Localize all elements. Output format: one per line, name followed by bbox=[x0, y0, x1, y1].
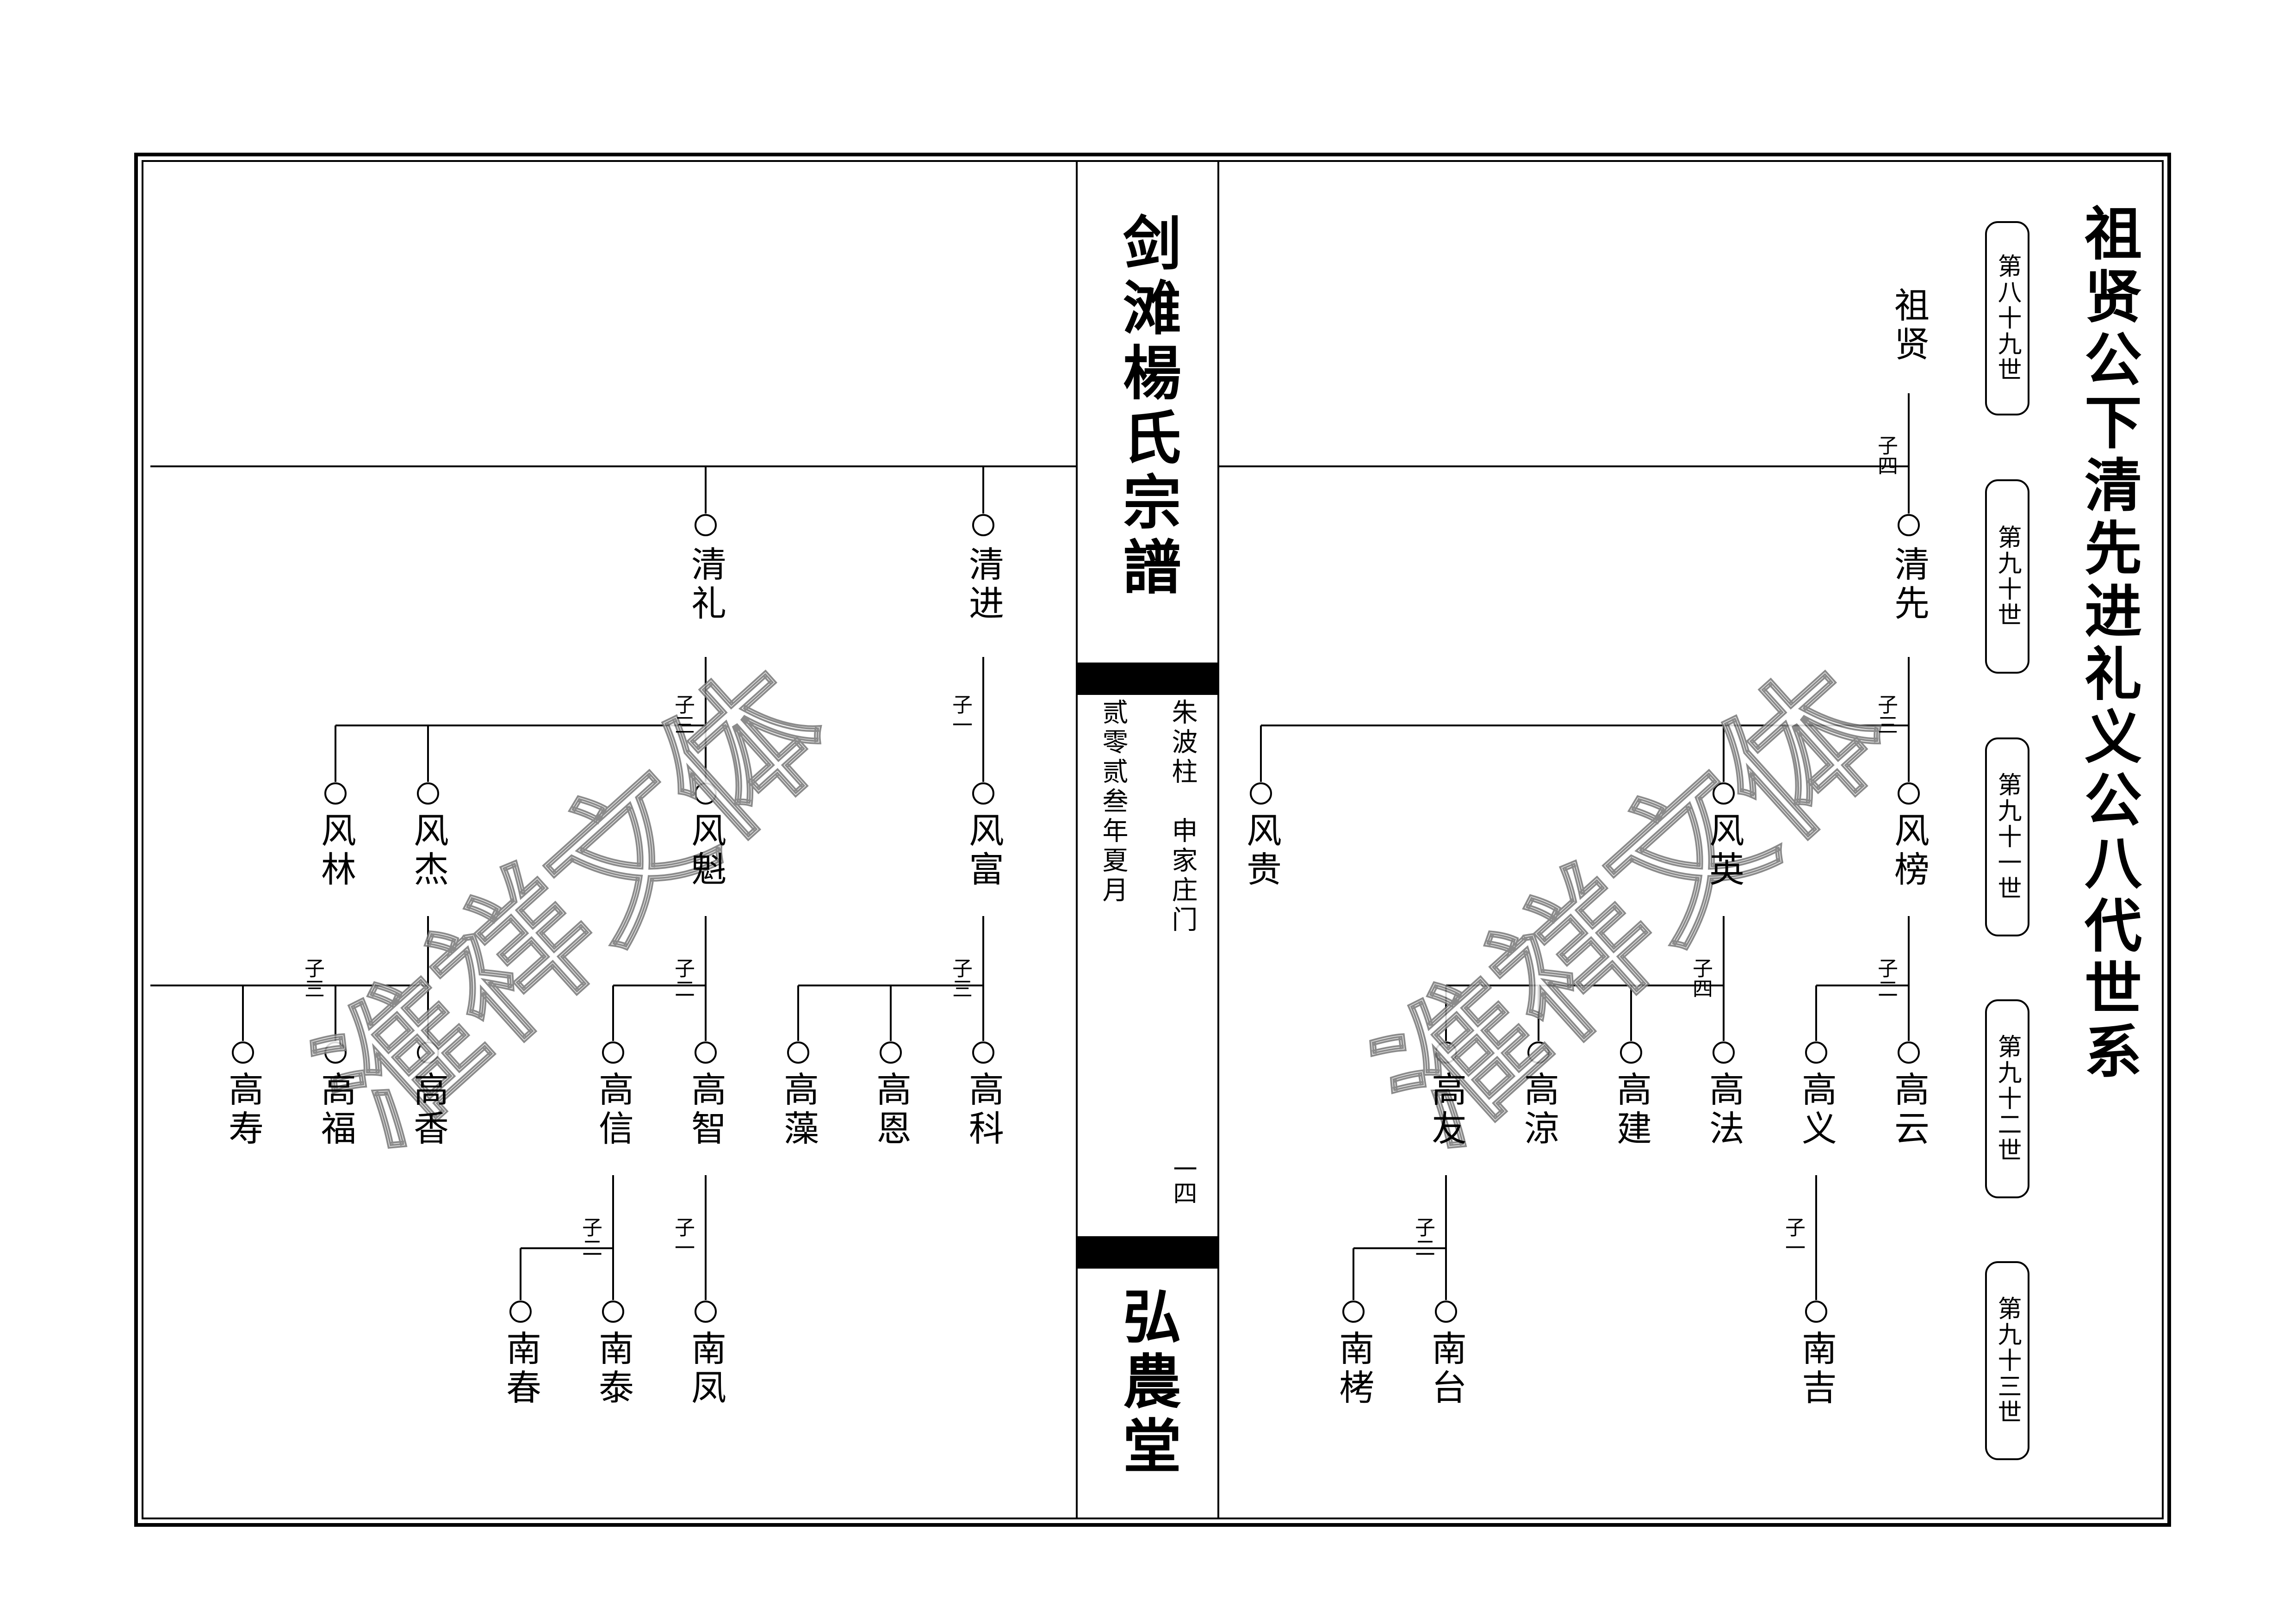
person-zuxian: 祖贤 bbox=[1888, 287, 1930, 365]
child-count-fengfu: 子三 bbox=[949, 958, 972, 998]
person-gaoxin: 高信 bbox=[593, 1071, 634, 1149]
compiler-line-1: 朱波柱 申家庄门 bbox=[1167, 699, 1198, 935]
page-outer-border bbox=[134, 153, 2171, 1527]
book-spine bbox=[1076, 160, 1219, 1519]
person-gaofa: 高法 bbox=[1703, 1071, 1744, 1149]
child-count-fengkui: 子二 bbox=[671, 958, 695, 998]
person-nanfeng: 南凤 bbox=[685, 1330, 726, 1408]
page-inner-border bbox=[142, 160, 2164, 1519]
generation-badge-90: 第九十世 bbox=[1985, 479, 2029, 674]
person-nantai: 南台 bbox=[1426, 1330, 1467, 1408]
person-gaozao: 高藻 bbox=[778, 1071, 819, 1149]
person-gaoxiang: 高香 bbox=[408, 1071, 449, 1149]
child-count-qingxian: 子三 bbox=[1874, 694, 1898, 735]
generation-badge-92: 第九十二世 bbox=[1985, 999, 2029, 1198]
child-count-zuxian: 子四 bbox=[1874, 435, 1898, 476]
person-gaoke: 高科 bbox=[963, 1071, 1004, 1149]
person-fenggui: 风贵 bbox=[1241, 812, 1282, 890]
person-qingjin: 清进 bbox=[963, 546, 1004, 624]
generation-badge-93: 第九十三世 bbox=[1985, 1261, 2029, 1460]
person-gaoyun: 高云 bbox=[1888, 1071, 1930, 1149]
person-fengying: 风英 bbox=[1703, 812, 1744, 890]
child-count-gaoxin: 子二 bbox=[578, 1217, 602, 1258]
child-count-qingjin: 子一 bbox=[949, 694, 972, 735]
person-nanji: 南吉 bbox=[1796, 1330, 1837, 1408]
child-count-fengying: 子四 bbox=[1689, 958, 1713, 998]
spine-top-band bbox=[1078, 663, 1217, 695]
page-title: 祖贤公下清先进礼义公八代世系 bbox=[2074, 204, 2141, 1084]
compiler-line-2: 贰零贰叁年夏月 bbox=[1098, 699, 1128, 906]
child-count-gaozhi: 子一 bbox=[671, 1217, 695, 1258]
person-nanlao: 南栲 bbox=[1333, 1330, 1374, 1408]
child-count-gaoyou: 子二 bbox=[1411, 1217, 1435, 1258]
hall-name: 弘農堂 bbox=[1113, 1286, 1182, 1481]
person-gaoyou: 高友 bbox=[1426, 1071, 1467, 1149]
child-count-fengbang: 子二 bbox=[1874, 958, 1898, 998]
person-fenglin: 风林 bbox=[315, 812, 356, 890]
person-gaojian: 高建 bbox=[1611, 1071, 1652, 1149]
person-fengjie: 风杰 bbox=[408, 812, 449, 890]
person-gaofu: 高福 bbox=[315, 1071, 356, 1149]
person-fengbang: 风榜 bbox=[1888, 812, 1930, 890]
child-count-qingli: 子三 bbox=[671, 694, 695, 735]
person-qingli: 清礼 bbox=[685, 546, 726, 624]
child-count-gaoyi: 子一 bbox=[1781, 1217, 1805, 1258]
generation-badge-89: 第八十九世 bbox=[1985, 221, 2029, 415]
person-fengkui: 风魁 bbox=[685, 812, 726, 890]
person-nantai2: 南泰 bbox=[593, 1330, 634, 1408]
person-gaozhi: 高智 bbox=[685, 1071, 726, 1149]
generation-badge-91: 第九十一世 bbox=[1985, 737, 2029, 936]
person-gaoyi: 高义 bbox=[1796, 1071, 1837, 1149]
person-gaoliang: 高涼 bbox=[1518, 1071, 1559, 1149]
person-fengfu: 风富 bbox=[963, 812, 1004, 890]
page-number: 一四 bbox=[1169, 1157, 1197, 1205]
person-gaoshou: 高寿 bbox=[223, 1071, 264, 1149]
person-gaoen: 高恩 bbox=[870, 1071, 912, 1149]
person-nanchun: 南春 bbox=[500, 1330, 541, 1408]
child-count-fengjie: 子三 bbox=[301, 958, 324, 998]
genealogy-book-title: 剑滩楊氏宗譜 bbox=[1113, 213, 1182, 601]
spine-bottom-band bbox=[1078, 1236, 1217, 1269]
person-qingxian: 清先 bbox=[1888, 546, 1930, 624]
